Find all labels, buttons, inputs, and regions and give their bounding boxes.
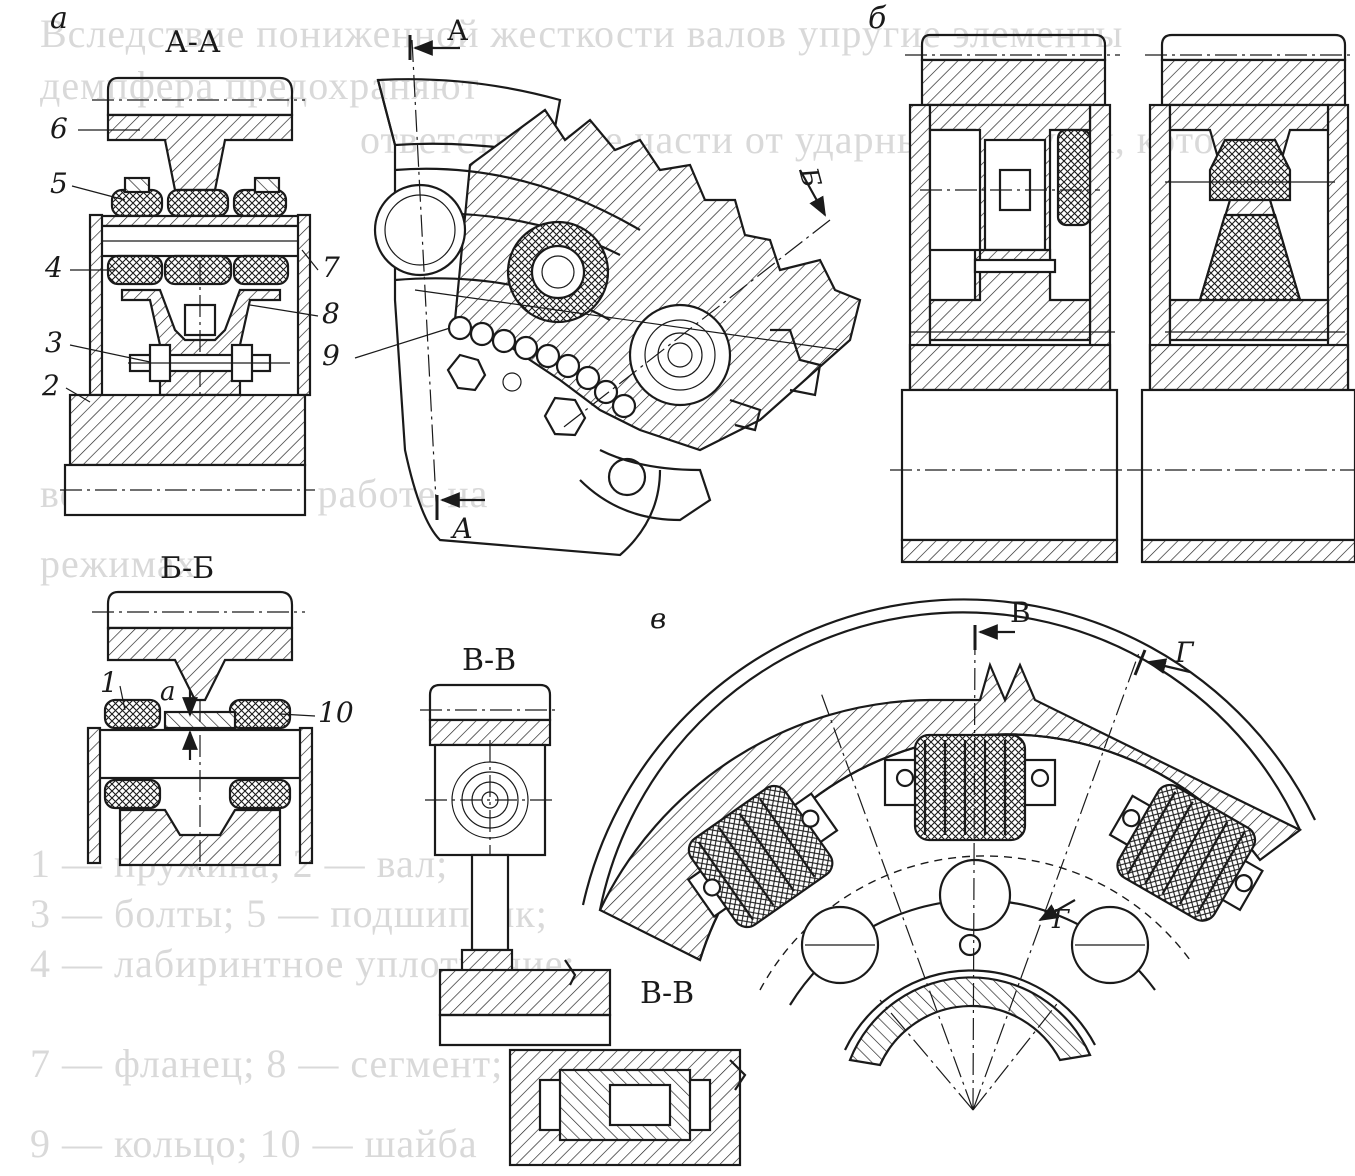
part-number-2: 2 — [41, 369, 60, 402]
section-label-bb: Б-Б — [160, 551, 214, 586]
section-vv-view — [420, 683, 747, 1167]
section-aa-view — [60, 76, 315, 517]
part-number-7: 7 — [322, 251, 340, 284]
cut-marker-a-top: А — [447, 14, 468, 47]
part-number-10: 10 — [318, 696, 354, 729]
part-number-4: 4 — [44, 251, 63, 284]
cut-marker-g-mid: Г — [1051, 905, 1070, 935]
panel-label-a: а — [50, 1, 68, 36]
arc-damper-view — [581, 598, 1316, 1111]
section-bb-view — [86, 590, 314, 870]
dimension-label-a: a — [160, 677, 176, 707]
panel-label-b: б — [868, 1, 887, 36]
section-label-vv-bottom: В-В — [640, 976, 694, 1011]
part-number-1: 1 — [100, 666, 118, 699]
part-number-3: 3 — [45, 326, 63, 359]
panel-label-v: в — [650, 602, 666, 635]
cut-marker-v: В — [1010, 596, 1031, 629]
section-label-vv-top: В-В — [462, 643, 516, 678]
section-label-aa: А-А — [165, 25, 221, 60]
leader-lines — [65, 129, 451, 717]
panel-b-views — [890, 33, 1355, 564]
part-number-6: 6 — [50, 112, 68, 145]
gear-sector-view — [373, 35, 862, 557]
part-number-5: 5 — [50, 167, 68, 200]
cut-marker-a-bottom: А — [450, 512, 473, 545]
part-number-8: 8 — [322, 297, 340, 330]
cut-marker-b: Б — [792, 164, 826, 191]
part-number-9: 9 — [322, 339, 340, 372]
cut-marker-g-top: Г — [1174, 636, 1195, 669]
